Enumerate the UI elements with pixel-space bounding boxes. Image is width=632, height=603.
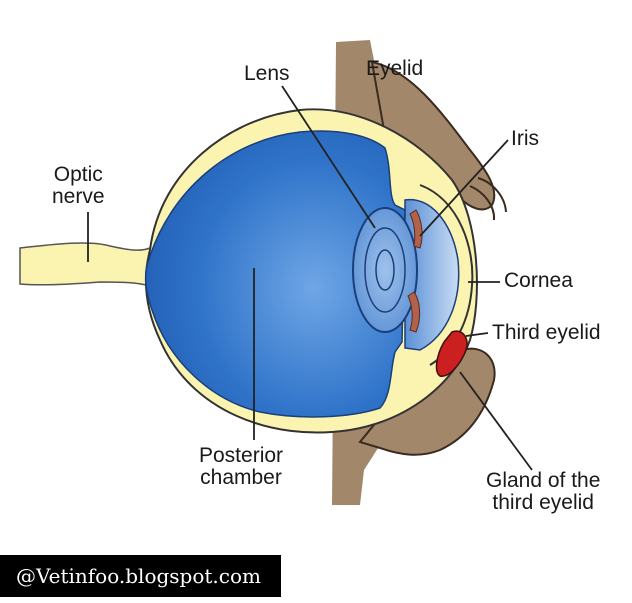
label-eyelid: Eyelid [366, 57, 424, 80]
leader-lens [281, 85, 376, 229]
optic-nerve [19, 242, 151, 287]
watermark-banner: @Vetinfoo.blogspot.com [0, 555, 281, 597]
leader-gland [459, 371, 533, 471]
label-cornea: Cornea [504, 269, 573, 292]
label-gland-third-eyelid: Gland of the third eyelid [486, 469, 601, 514]
label-posterior-chamber: Posterior chamber [199, 444, 284, 489]
leader-third-eyelid [465, 332, 489, 337]
iris-lower [407, 291, 421, 333]
third-eyelid-shape [435, 330, 468, 377]
posterior-chamber-area [144, 130, 406, 418]
leader-lines [87, 85, 533, 471]
lens-shape [352, 207, 418, 333]
iris-upper [409, 209, 423, 249]
label-iris: Iris [511, 127, 539, 150]
label-third-eyelid: Third eyelid [492, 321, 601, 344]
label-lens: Lens [244, 62, 290, 85]
leader-iris [419, 139, 509, 237]
lens-ring [364, 227, 406, 313]
lens-core [375, 249, 395, 291]
eyelashes [469, 177, 507, 221]
label-optic-nerve: Optic nerve [52, 163, 105, 208]
